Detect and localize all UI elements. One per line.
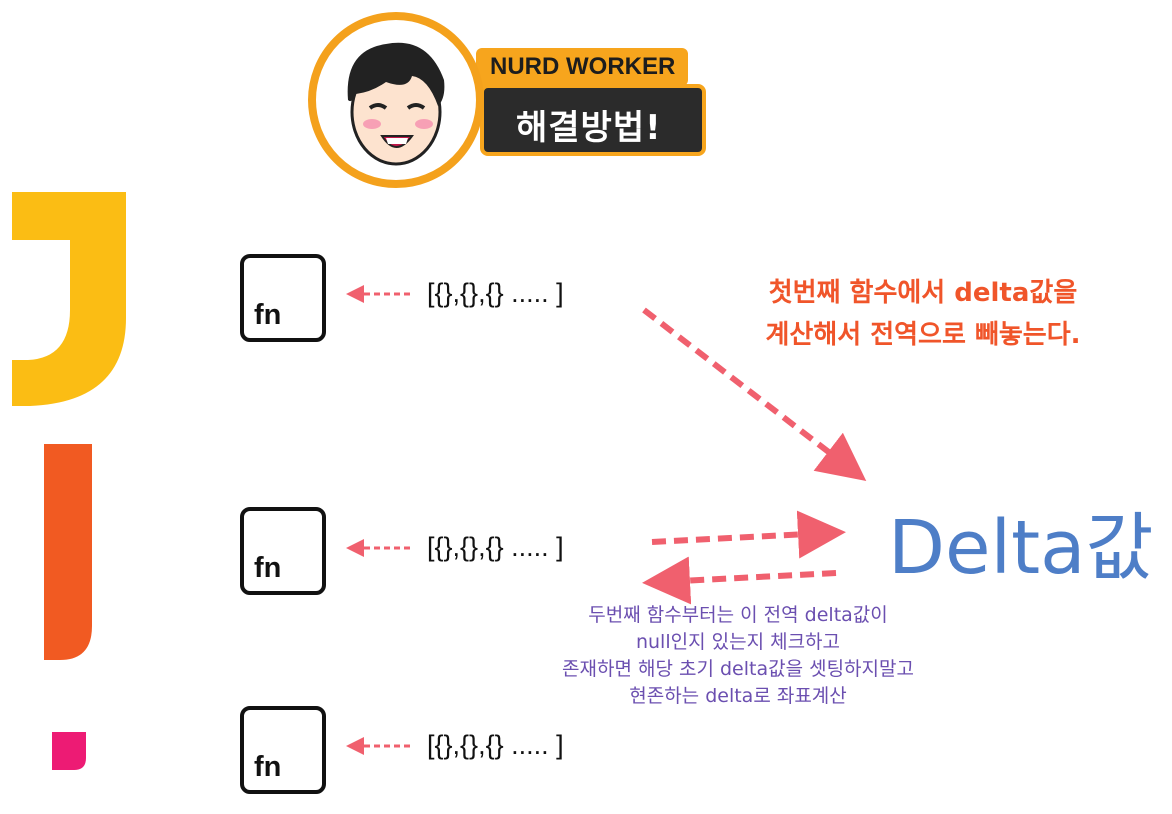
arrow-delta-to-second	[642, 556, 837, 605]
badge-subtitle-bar: 해결방법!	[480, 84, 706, 156]
logo-mark	[12, 192, 126, 770]
logo-stroke-yellow	[12, 192, 126, 406]
array-label-3: [{},{},{} ..... ]	[427, 730, 564, 760]
delta-value-label: Delta값	[888, 505, 1154, 591]
array-label-2: [{},{},{} ..... ]	[427, 532, 564, 562]
fn-box-3: fn	[240, 706, 326, 794]
fn-label: fn	[254, 299, 282, 331]
note-second-line-3: 존재하면 해당 초기 delta값을 셋팅하지말고	[562, 658, 914, 680]
fn-box-1: fn	[240, 254, 326, 342]
array-label-1: [{},{},{} ..... ]	[427, 278, 564, 308]
note-second-line-4: 현존하는 delta로 좌표계산	[629, 685, 847, 707]
logo-stroke-pink	[52, 732, 86, 770]
fn-label: fn	[254, 751, 282, 783]
note-second-function: 두번째 함수부터는 이 전역 delta값이 null인지 있는지 체크하고 존…	[528, 602, 948, 710]
badge-title-bar: NURD WORKER	[476, 48, 688, 86]
logo-stroke-orange	[44, 444, 92, 660]
note-first-function: 첫번째 함수에서 delta값을 계산해서 전역으로 빼놓는다.	[718, 272, 1128, 356]
fn-label: fn	[254, 552, 282, 584]
arrow-second-to-delta	[651, 510, 846, 559]
note-second-line-2: null인지 있는지 체크하고	[635, 631, 841, 653]
fn-box-2: fn	[240, 507, 326, 595]
avatar	[308, 12, 484, 188]
note-second-line-1: 두번째 함수부터는 이 전역 delta값이	[588, 604, 888, 626]
badge-subtitle: 해결방법!	[516, 108, 662, 148]
note-first-line-2: 계산해서 전역으로 빼놓는다.	[765, 320, 1081, 350]
badge-title: NURD WORKER	[490, 53, 676, 80]
note-first-line-1: 첫번째 함수에서 delta값을	[768, 278, 1078, 308]
cartoon-face-icon	[347, 42, 445, 166]
